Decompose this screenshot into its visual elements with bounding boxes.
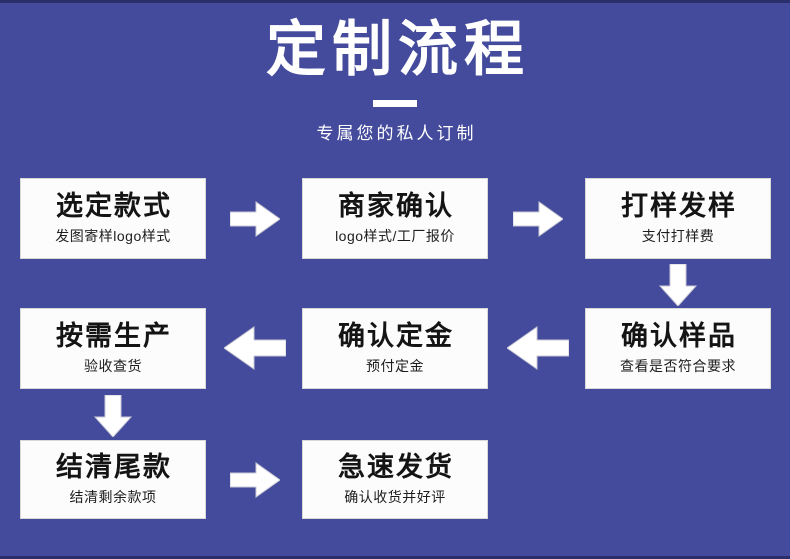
flow-step-4-title: 确认样品 [621,321,737,352]
arrow-down-icon [94,395,132,437]
flow-step-3-subtitle: 支付打样费 [641,228,715,245]
flow-step-8-subtitle: 确认收货并好评 [344,489,446,506]
bottom-edge-rule [0,556,790,559]
title-divider [373,99,417,107]
flow-step-1[interactable]: 选定款式 发图寄样logo样式 [20,178,206,259]
arrow-down-icon [659,264,697,306]
flow-step-8[interactable]: 急速发货 确认收货并好评 [302,440,488,519]
flow-step-4[interactable]: 确认样品 查看是否符合要求 [585,308,771,389]
flow-step-4-subtitle: 查看是否符合要求 [620,358,736,375]
top-edge-rule [0,0,790,3]
flow-step-8-title: 急速发货 [338,452,454,483]
flow-step-2[interactable]: 商家确认 logo样式/工厂报价 [302,178,488,259]
flow-step-5[interactable]: 确认定金 预付定金 [302,308,488,389]
flow-step-2-subtitle: logo样式/工厂报价 [335,228,455,245]
page-subtitle: 专属您的私人订制 [316,123,477,143]
flow-step-1-subtitle: 发图寄样logo样式 [55,228,171,245]
arrow-right-icon [230,200,280,238]
flow-step-6[interactable]: 按需生产 验收查货 [20,308,206,389]
flow-step-7-title: 结清尾款 [56,452,172,483]
flow-step-5-subtitle: 预付定金 [366,358,424,375]
flow-step-6-title: 按需生产 [56,321,172,352]
page-title: 定制流程 [266,16,530,83]
flow-step-3-title: 打样发样 [621,191,737,222]
arrow-left-icon [224,325,286,371]
flow-step-5-title: 确认定金 [338,321,454,352]
flow-step-7[interactable]: 结清尾款 结清剩余款项 [20,440,206,519]
flow-step-7-subtitle: 结清剩余款项 [69,489,157,506]
arrow-right-icon [230,461,280,499]
arrow-left-icon [507,325,569,371]
flow-step-2-title: 商家确认 [338,191,454,222]
header: 定制流程 专属您的私人订制 [0,16,790,144]
arrow-right-icon [513,200,563,238]
flow-step-6-subtitle: 验收查货 [84,358,142,375]
flow-step-1-title: 选定款式 [56,191,172,222]
flow-step-3[interactable]: 打样发样 支付打样费 [585,178,771,259]
